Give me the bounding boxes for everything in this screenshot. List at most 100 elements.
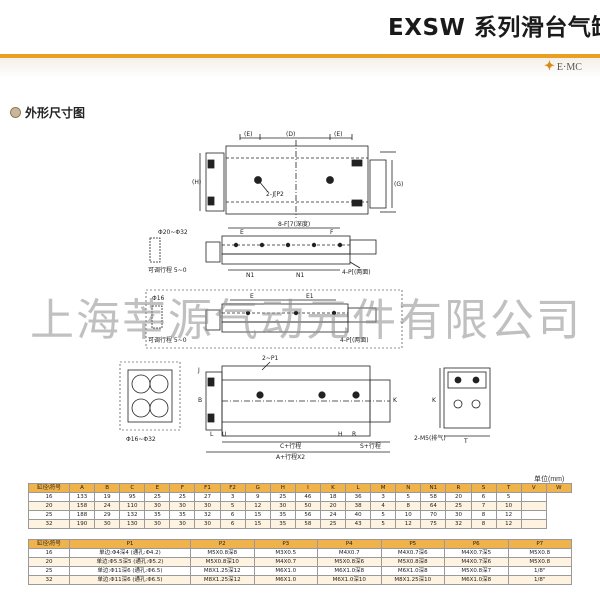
- table-cell: 50: [294, 501, 321, 511]
- table-cell: M4X0.7深5: [444, 548, 509, 558]
- table-cell: 30: [94, 519, 121, 529]
- table-cell: 95: [119, 492, 146, 502]
- side-view-endplate: [205, 241, 221, 263]
- table-cell: 132: [119, 510, 146, 520]
- column-header: B: [94, 483, 121, 493]
- detail-view-bore: [149, 398, 169, 418]
- table-cell: 20: [28, 557, 70, 567]
- table-cell: 3: [370, 492, 397, 502]
- table-cell: 单边:Φ11深6 (通孔:Φ6.5): [69, 566, 191, 576]
- column-header: G: [244, 483, 271, 493]
- side-view-16-endplate: [205, 309, 221, 331]
- table-cell: 单边:Φ4深4 (通孔:Φ4.2): [69, 548, 191, 558]
- unit-label: 单位(mm): [534, 476, 565, 483]
- table-cell: M3X0.5: [253, 548, 318, 558]
- dim-label: L: [210, 431, 214, 438]
- top-view-left-endplate: [205, 152, 225, 212]
- side-view-16: Φ16 E E1 可调行程 5~0 4-P[(两面): [145, 289, 403, 349]
- table-cell: M4X0.7深6: [380, 548, 445, 558]
- front-view-hole: [256, 391, 264, 399]
- table-cell: 40: [345, 510, 372, 520]
- header-band: [0, 58, 600, 78]
- table-cell: 133: [68, 492, 96, 502]
- table-cell: M5X0.8: [507, 548, 572, 558]
- end-view-table: [447, 371, 487, 389]
- dim-label: 2~P1: [262, 355, 278, 362]
- table-cell: 5: [395, 492, 422, 502]
- table-cell: M8X1.25深10: [380, 575, 445, 585]
- table-cell: 32: [445, 519, 472, 529]
- table-cell: 58: [420, 492, 447, 502]
- table-cell: 58: [294, 519, 321, 529]
- leader-line: [257, 179, 269, 193]
- top-view-hole: [326, 176, 334, 184]
- column-header: P3: [253, 539, 318, 549]
- dim-label: (E): [244, 131, 252, 138]
- side-view-16-body: [221, 321, 349, 333]
- end-view-hole: [472, 376, 480, 384]
- page-title: EXSW 系列滑台气缸: [388, 15, 600, 41]
- table-cell: 188: [68, 510, 96, 520]
- end-view-port: [471, 399, 481, 409]
- side-view-hole: [337, 242, 343, 248]
- dim-label: H: [338, 431, 343, 438]
- table-cell: M5X0.8: [507, 557, 572, 567]
- dim-label: 4-P[(两面): [342, 269, 371, 276]
- side-view: Φ20~Φ32 8-F[7(深度) E F N1 N1 可调行程 5~0 4-P…: [148, 220, 377, 279]
- table-cell: 30: [445, 510, 472, 520]
- end-view-port: [453, 399, 463, 409]
- table-cell: M6X1.0: [253, 566, 318, 576]
- table-cell: 24: [94, 501, 121, 511]
- table-cell: 5: [495, 492, 522, 502]
- table-cell: 30: [269, 501, 296, 511]
- top-view-bolt-head: [207, 159, 215, 169]
- table-cell: 10: [395, 510, 422, 520]
- table-cell: M6X1.0深8: [317, 566, 382, 576]
- table-cell: 12: [395, 519, 422, 529]
- table-cell: [520, 492, 547, 502]
- table-cell: 25: [169, 492, 196, 502]
- table-cell: 12: [244, 501, 271, 511]
- side-view-hole: [285, 242, 291, 248]
- side-view-hole: [259, 242, 265, 248]
- dim-label: 8-F[7(深度): [278, 220, 310, 228]
- column-header: H: [269, 483, 296, 493]
- table-cell: 25: [144, 492, 171, 502]
- column-header: C: [119, 483, 146, 493]
- table-cell: 30: [194, 501, 221, 511]
- table-cell: 5: [370, 510, 397, 520]
- end-view-hole: [454, 376, 462, 384]
- dim-label: (H): [192, 179, 201, 186]
- dim-label: U: [222, 431, 226, 438]
- table-cell: 10: [495, 501, 522, 511]
- table-cell: 25: [28, 510, 70, 520]
- table-cell: 6: [470, 492, 497, 502]
- dim-label: N1: [296, 272, 304, 279]
- column-header: R: [445, 483, 472, 493]
- side-view-hole: [311, 242, 317, 248]
- table-cell: [520, 519, 547, 529]
- table-cell: 4: [370, 501, 397, 511]
- table-cell: 30: [169, 501, 196, 511]
- table-cell: 35: [169, 510, 196, 520]
- table-cell: 32: [28, 519, 70, 529]
- side-view-stopper: [149, 237, 161, 263]
- dim-label: K: [393, 397, 398, 404]
- table-cell: M6X1.0: [253, 575, 318, 585]
- section-bullet-icon: [10, 107, 21, 118]
- dim-label: 4-P[(两面): [340, 337, 369, 344]
- table-cell: 36: [345, 492, 372, 502]
- brand-logo: ✦E·MC: [544, 58, 582, 74]
- technical-drawing: (E) (D) (E) (H) (G) 2-J[P2 Φ20~Φ32 8-F[7…: [119, 131, 491, 461]
- section-title: 外形尺寸图: [25, 106, 86, 120]
- logo-text: E·MC: [556, 62, 582, 73]
- dim-label: 可调行程 5~0: [148, 266, 187, 274]
- column-header: F1: [194, 483, 221, 493]
- table-cell: 20: [445, 492, 472, 502]
